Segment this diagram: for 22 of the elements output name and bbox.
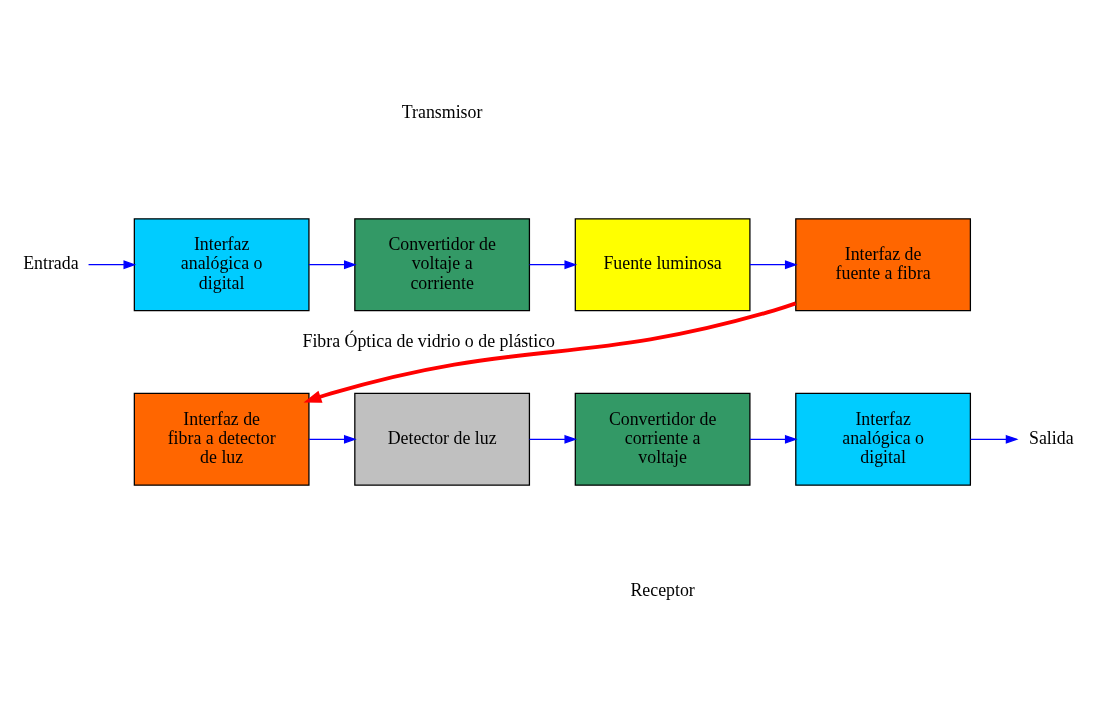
node-text: Entrada: [23, 253, 79, 274]
node-box: Interfaz de fuente a fibra: [795, 218, 972, 312]
node-box: Interfaz analógica o digital: [795, 392, 972, 486]
arrow: [749, 260, 798, 270]
arrow: [969, 434, 1019, 444]
arrow: [308, 260, 357, 270]
label: Receptor: [630, 579, 695, 600]
node-box: Convertidor de voltaje a corriente: [354, 218, 531, 312]
arrow: [308, 434, 357, 444]
arrow: [749, 434, 798, 444]
node-text: Salida: [1029, 428, 1074, 449]
label: Transmisor: [401, 101, 483, 122]
node-box: Interfaz analógica o digital: [133, 218, 310, 312]
edge-label: Fibra Óptica de vidrio o de plástico: [302, 331, 555, 352]
arrow: [528, 260, 578, 270]
node-box: Detector de luz: [354, 392, 531, 486]
node-box: Interfaz de fibra a detector de luz: [133, 392, 310, 486]
node-box: Convertidor de corriente a voltaje: [574, 392, 751, 486]
arrow: [87, 260, 137, 270]
node-box: Fuente luminosa: [574, 218, 751, 312]
arrow: [528, 434, 578, 444]
arrow: [303, 301, 797, 403]
